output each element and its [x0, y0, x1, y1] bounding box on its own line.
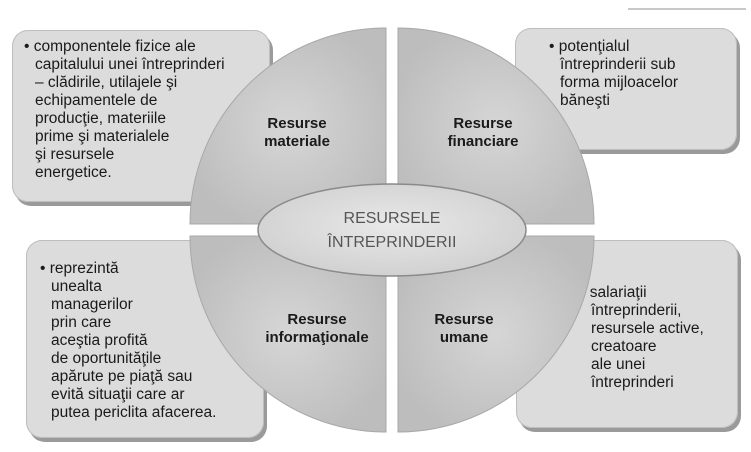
- box-line: resursele active,: [591, 320, 704, 337]
- quadrant-financiare-label: financiare: [448, 133, 519, 150]
- box-line: întreprinderii,: [591, 302, 682, 319]
- box-line: • reprezintă: [40, 260, 119, 277]
- box-line: prime şi materialele: [35, 128, 170, 145]
- quadrant-informationale-label: Resurse: [287, 311, 346, 328]
- box-line: • componentele fizice ale: [24, 38, 196, 55]
- box-line: de oportunităţile: [51, 350, 162, 367]
- box-line: aceştia profită: [51, 332, 148, 349]
- box-line: ale unei: [591, 356, 646, 373]
- center-subtitle: ÎNTREPRINDERII: [327, 232, 457, 251]
- box-line: – clădirile, utilajele şi: [35, 74, 178, 91]
- box-materiale-text: • componentele fizice ale capitalului un…: [24, 38, 225, 182]
- quadrant-financiare-label: Resurse: [453, 115, 512, 132]
- quadrant-financiare-shape: [397, 27, 595, 225]
- box-line: managerilor: [51, 296, 133, 313]
- box-line: băneşti: [560, 92, 610, 109]
- quadrant-shapes: [189, 27, 595, 433]
- box-line: întreprinderii sub: [560, 56, 676, 73]
- box-informationale-text: • reprezintă unealta managerilor prin ca…: [40, 260, 216, 422]
- scan-mark: [628, 8, 746, 10]
- box-line: forma mijloacelor: [560, 74, 679, 91]
- box-line: producţie, materiile: [35, 110, 166, 127]
- box-line: putea periclita afacerea.: [51, 404, 217, 421]
- box-line: şi resursele: [35, 146, 115, 163]
- box-line: energetice.: [35, 164, 112, 181]
- box-line: întreprinderi: [591, 374, 674, 391]
- quadrant-umane-shape: [397, 235, 595, 433]
- box-line: • salariaţii: [580, 284, 647, 301]
- quadrant-materiale-shape: [189, 27, 387, 225]
- box-line: • potenţialul: [549, 38, 630, 55]
- box-line: evită situaţii care ar: [51, 386, 185, 403]
- box-line: apărute pe piaţă sau: [51, 368, 193, 385]
- quadrant-umane-label: Resurse: [434, 311, 493, 328]
- box-umane-text: • salariaţii întreprinderii, resursele a…: [580, 284, 704, 392]
- box-line: prin care: [51, 314, 112, 331]
- box-financiare-text: • potenţialul întreprinderii sub forma m…: [549, 38, 678, 110]
- quadrant-informationale-shape: [189, 235, 387, 433]
- box-line: capitalului unei întreprinderi: [35, 56, 225, 73]
- box-line: echipamentele de: [35, 92, 158, 109]
- box-line: creatoare: [591, 338, 657, 355]
- center-oval: [257, 183, 527, 277]
- box-line: unealta: [51, 278, 102, 295]
- quadrant-umane-label: umane: [440, 329, 488, 346]
- quadrant-informationale-label: informaţionale: [265, 329, 368, 346]
- center-title: RESURSELE: [344, 210, 441, 227]
- quadrant-materiale-label: materiale: [264, 133, 330, 150]
- quadrant-materiale-label: Resurse: [267, 115, 326, 132]
